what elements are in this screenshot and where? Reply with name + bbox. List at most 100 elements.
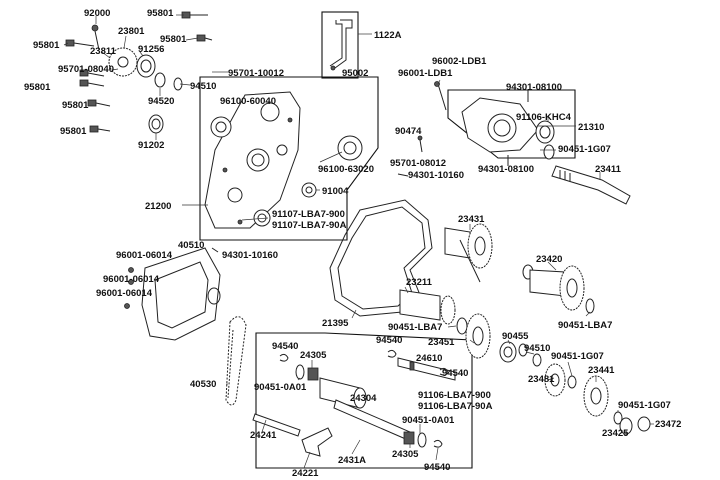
label-23420: 23420: [536, 254, 562, 265]
label-94301-08100: 94301-08100: [506, 82, 562, 93]
gear-shaft-23431: [444, 223, 493, 283]
washer-90455: [518, 343, 528, 357]
label-96002-ldb1: 96002-LDB1: [432, 56, 487, 67]
label-40530: 40530: [190, 379, 216, 390]
label-23431: 23431: [458, 214, 485, 225]
label-40510: 40510: [178, 240, 204, 251]
label-24221: 24221: [292, 468, 319, 479]
label-94540: 94540: [376, 335, 402, 346]
label-90451-lba7: 90451-LBA7: [388, 322, 442, 333]
washer-90451-lba7-left: [456, 317, 468, 335]
bolt-icon: [79, 69, 105, 77]
label-95701-08040: 95701-08040: [58, 64, 114, 75]
crankcase-cover-21200: [204, 91, 301, 229]
washer-90451-0a01-lower: [417, 432, 427, 448]
label-24305: 24305: [300, 350, 327, 361]
chain-40530: [225, 316, 247, 406]
label-94540: 94540: [424, 462, 450, 473]
bolt-icon: [87, 99, 111, 107]
screw-96002-ldb1: [434, 81, 447, 111]
label-23425: 23425: [602, 428, 629, 439]
group-box-2431a: [255, 332, 473, 469]
washer-94520: [154, 72, 166, 88]
label-95801: 95801: [33, 40, 60, 51]
bolt-icon: [89, 125, 111, 133]
bolt-94301-08100: [507, 90, 529, 166]
label-96100-63020: 96100-63020: [318, 164, 374, 175]
group-box-21200: [199, 76, 379, 241]
fork-24221: [301, 427, 333, 457]
label-96100-60040: 96100-60040: [220, 96, 276, 107]
hose-1122a: [329, 19, 353, 71]
label-91106-lba7-90a: 91106-LBA7-90A: [418, 401, 493, 412]
label-95801: 95801: [62, 100, 89, 111]
screw-95701-08012: [417, 135, 423, 153]
group-box-21310: [447, 89, 576, 159]
label-24305: 24305: [392, 449, 419, 460]
label-95801: 95801: [24, 82, 51, 93]
seal-91256: [136, 54, 156, 78]
ring-94510-b: [532, 353, 542, 367]
label-94540: 94540: [272, 341, 298, 352]
label-95701-10012: 95701-10012: [228, 68, 284, 79]
label-24304: 24304: [350, 393, 377, 404]
label-92000: 92000: [84, 8, 110, 19]
pin-icon: [91, 24, 100, 51]
washer-90451-0a01-upper: [295, 364, 305, 380]
shaft-2431a: [333, 399, 411, 441]
gear-23481: [544, 363, 566, 397]
label-23211: 23211: [406, 277, 433, 288]
label-1122a: 1122A: [374, 30, 402, 41]
gear-shaft-23211: [399, 289, 456, 325]
bolt-group-left: [65, 11, 213, 133]
label-95801: 95801: [60, 126, 87, 137]
label-95701-08012: 95701-08012: [390, 158, 446, 169]
washer-90451-lba7-right: [585, 298, 595, 314]
label-91202: 91202: [138, 140, 164, 151]
label-94540: 94540: [442, 368, 468, 379]
label-91106-lba7-900: 91106-LBA7-900: [418, 390, 491, 401]
label-96001-ldb1: 96001-LDB1: [398, 68, 453, 79]
spring-24305-lower: [403, 431, 415, 445]
label-23451: 23451: [428, 337, 455, 348]
washer-90451-1g07-mid: [567, 375, 577, 389]
screw-96001-06014: [124, 267, 134, 309]
label-23481: 23481: [528, 374, 555, 385]
label-23801: 23801: [118, 26, 145, 37]
label-21200: 21200: [145, 201, 171, 212]
drum-24304: [319, 377, 367, 409]
label-90455: 90455: [502, 331, 529, 342]
label-91106-khc4: 91106-KHC4: [516, 112, 572, 123]
label-94301-10160: 94301-10160: [222, 250, 278, 261]
label-23811: 23811: [90, 46, 117, 57]
label-24241: 24241: [250, 430, 277, 441]
chain-guide-40510: [141, 247, 221, 341]
label-94301-08100: 94301-08100: [478, 164, 534, 175]
label-91004: 91004: [322, 186, 349, 197]
label-95801: 95801: [147, 8, 174, 19]
label-2431a: 2431A: [338, 455, 366, 466]
clip-94540: [279, 349, 449, 448]
seal-91106-khc4: [535, 120, 555, 144]
bolt-icon: [196, 34, 213, 42]
bearing-housing-21310: [461, 97, 539, 153]
label-21395: 21395: [322, 318, 349, 329]
gear-shaft-23420: [522, 264, 585, 311]
label-23472: 23472: [655, 419, 681, 430]
bolt-94301-10160: [211, 173, 409, 253]
label-94520: 94520: [148, 96, 174, 107]
label-90451-1g07: 90451-1G07: [558, 144, 611, 155]
label-91107-lba7-900: 91107-LBA7-900: [272, 209, 345, 220]
bearing-96100-60040: [210, 116, 232, 138]
label-94510: 94510: [524, 343, 550, 354]
label-96001-06014: 96001-06014: [103, 274, 160, 285]
bolt-icon: [65, 39, 95, 47]
label-91256: 91256: [138, 44, 164, 55]
label-90451-0a01: 90451-0A01: [254, 382, 307, 393]
label-95801: 95801: [160, 34, 187, 45]
group-box-1122a: [321, 11, 359, 79]
label-96001-06014: 96001-06014: [116, 250, 173, 261]
shaft-23411: [551, 165, 631, 205]
